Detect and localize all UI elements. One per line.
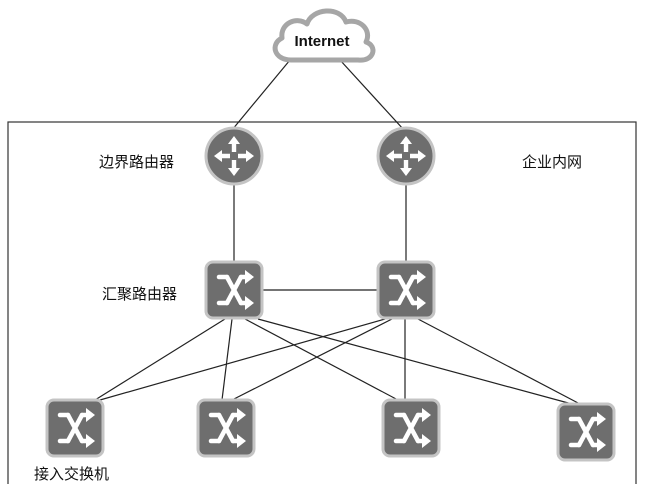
aggregation-router-label: 汇聚路由器 <box>102 285 178 303</box>
links <box>94 59 581 405</box>
link-cloud-edge-right <box>339 59 405 131</box>
link-agg-left-access-2 <box>221 318 233 401</box>
access-switch-2-icon <box>198 400 254 456</box>
edge-router-label: 边界路由器 <box>99 153 175 171</box>
link-agg-left-access-1 <box>94 318 226 401</box>
link-agg-right-access-4 <box>417 318 581 405</box>
intranet-frame <box>7 121 637 484</box>
link-agg-left-access-3 <box>244 318 399 401</box>
aggregation-router-left-icon <box>206 262 262 318</box>
access-switch-label: 接入交换机 <box>34 465 110 483</box>
link-cloud-edge-left <box>231 59 291 131</box>
link-agg-left-access-4 <box>257 318 573 405</box>
access-switch-1-icon <box>47 400 103 456</box>
edge-router-left-icon <box>204 126 264 186</box>
aggregation-router-right-icon <box>378 262 434 318</box>
intranet-label: 企业内网 <box>522 153 583 171</box>
access-switch-4-icon <box>558 404 614 460</box>
link-agg-right-access-2 <box>231 318 393 401</box>
edge-router-right-icon <box>376 126 436 186</box>
internet-label: Internet <box>294 33 349 50</box>
internet-cloud-icon: Internet <box>272 8 376 63</box>
access-switch-3-icon <box>383 400 439 456</box>
link-agg-right-access-1 <box>99 318 386 401</box>
